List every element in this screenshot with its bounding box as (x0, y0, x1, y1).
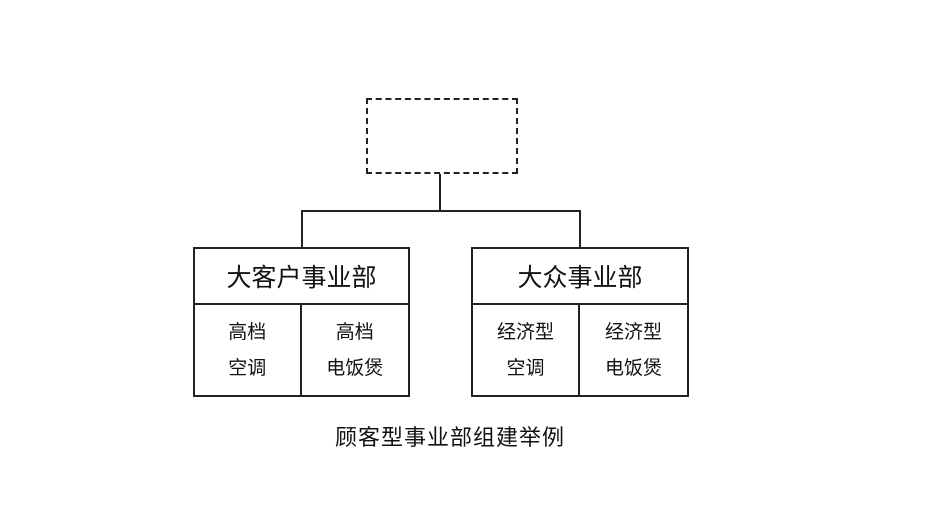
product-line2: 空调 (506, 357, 545, 379)
product-line2: 电饭煲 (326, 357, 384, 379)
department-box-large-clients: 大客户事业部 高档 空调 高档 电饭煲 (193, 247, 410, 397)
product-line1: 高档 (335, 321, 374, 343)
department-title: 大众事业部 (473, 249, 687, 305)
department-title: 大客户事业部 (195, 249, 408, 305)
product-line2: 空调 (228, 357, 267, 379)
product-cell: 高档 空调 (195, 305, 302, 395)
top-node-placeholder (366, 98, 518, 174)
connector-vertical-left (301, 210, 303, 248)
product-line1: 高档 (228, 321, 267, 343)
product-cell: 经济型 电饭煲 (580, 305, 687, 395)
connector-horizontal (301, 210, 581, 212)
diagram-caption: 顾客型事业部组建举例 (334, 426, 565, 451)
product-line2: 电饭煲 (604, 357, 662, 379)
product-line1: 经济型 (496, 321, 554, 343)
product-cell: 经济型 空调 (473, 305, 580, 395)
product-line1: 经济型 (604, 321, 662, 343)
department-box-mass-market: 大众事业部 经济型 空调 经济型 电饭煲 (471, 247, 689, 397)
product-cell: 高档 电饭煲 (302, 305, 409, 395)
connector-vertical-top (439, 174, 441, 211)
connector-vertical-right (579, 210, 581, 248)
